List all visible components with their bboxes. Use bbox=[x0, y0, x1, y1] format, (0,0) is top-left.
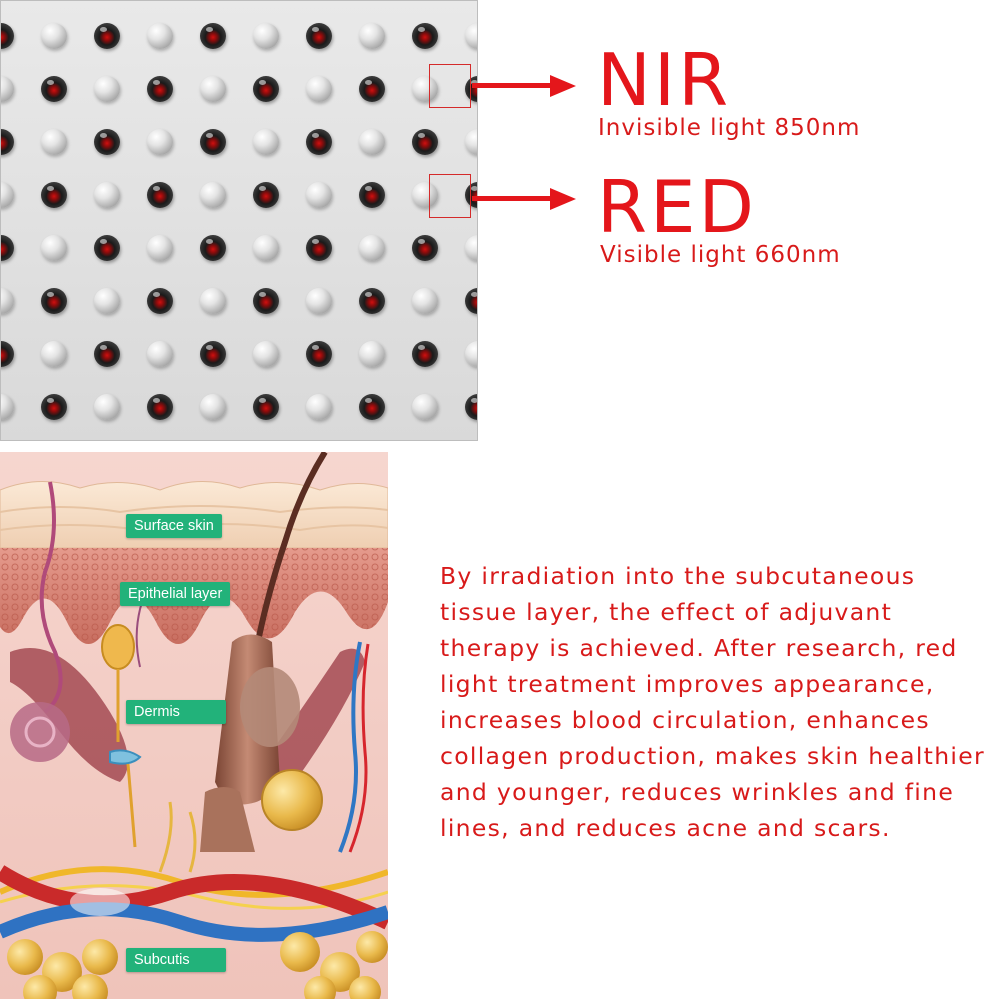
nir-led bbox=[147, 129, 173, 155]
red-led bbox=[306, 341, 332, 367]
nir-led bbox=[465, 235, 477, 261]
nir-led bbox=[147, 23, 173, 49]
red-led bbox=[41, 76, 67, 102]
red-led bbox=[412, 341, 438, 367]
red-led bbox=[94, 129, 120, 155]
nir-led bbox=[200, 394, 226, 420]
red-led bbox=[41, 182, 67, 208]
red-led bbox=[1, 341, 14, 367]
nir-led bbox=[306, 76, 332, 102]
red-led bbox=[94, 235, 120, 261]
nir-led bbox=[1, 76, 14, 102]
red-led bbox=[465, 76, 477, 102]
red-led bbox=[306, 23, 332, 49]
red-led bbox=[1, 129, 14, 155]
red-led bbox=[359, 182, 385, 208]
red-led bbox=[306, 235, 332, 261]
red-led bbox=[412, 129, 438, 155]
nir-led bbox=[465, 129, 477, 155]
nir-led bbox=[200, 76, 226, 102]
nir-led bbox=[359, 129, 385, 155]
nir-led bbox=[1, 288, 14, 314]
red-led bbox=[200, 341, 226, 367]
red-led bbox=[359, 394, 385, 420]
red-led bbox=[1, 235, 14, 261]
red-title: RED bbox=[597, 165, 757, 249]
nir-led bbox=[306, 394, 332, 420]
dermis-label: Dermis bbox=[126, 700, 226, 724]
red-led bbox=[253, 76, 279, 102]
epithelial-layer-label: Epithelial layer bbox=[120, 582, 231, 606]
nir-led bbox=[1, 394, 14, 420]
surface-skin-label: Surface skin bbox=[126, 514, 222, 538]
nir-subtitle: Invisible light 850nm bbox=[598, 115, 861, 141]
subcutis-label: Subcutis bbox=[126, 948, 226, 972]
nir-led bbox=[1, 182, 14, 208]
red-led bbox=[200, 23, 226, 49]
red-led bbox=[41, 288, 67, 314]
red-led bbox=[94, 341, 120, 367]
nir-led bbox=[94, 288, 120, 314]
skin-illustration bbox=[0, 450, 392, 1003]
nir-led bbox=[253, 341, 279, 367]
red-led bbox=[412, 235, 438, 261]
nir-arrow-line bbox=[472, 83, 552, 88]
nir-led bbox=[147, 235, 173, 261]
nir-led bbox=[94, 76, 120, 102]
red-led bbox=[465, 182, 477, 208]
red-led bbox=[41, 394, 67, 420]
nir-arrow-icon bbox=[550, 75, 576, 97]
red-arrow-icon bbox=[550, 188, 576, 210]
red-led bbox=[359, 76, 385, 102]
nir-led bbox=[200, 182, 226, 208]
led-panel-image bbox=[0, 0, 478, 441]
nir-led bbox=[359, 235, 385, 261]
red-led bbox=[465, 394, 477, 420]
red-led bbox=[147, 182, 173, 208]
nir-led bbox=[200, 288, 226, 314]
red-led bbox=[147, 76, 173, 102]
nir-led bbox=[253, 235, 279, 261]
nir-led bbox=[412, 182, 438, 208]
red-led bbox=[253, 182, 279, 208]
red-arrow-line bbox=[472, 196, 552, 201]
red-led bbox=[200, 235, 226, 261]
therapy-description: By irradiation into the subcutaneous tis… bbox=[440, 562, 985, 842]
red-led bbox=[253, 288, 279, 314]
nir-led bbox=[41, 341, 67, 367]
red-led bbox=[1, 23, 14, 49]
red-led-highlight bbox=[429, 174, 471, 218]
nir-led bbox=[412, 394, 438, 420]
red-led bbox=[465, 288, 477, 314]
nir-title: NIR bbox=[597, 38, 732, 122]
nir-led bbox=[465, 341, 477, 367]
skin-cross-section-diagram: Surface skin Epithelial layer Dermis Sub… bbox=[0, 450, 392, 1003]
red-led bbox=[200, 129, 226, 155]
nir-led-highlight bbox=[429, 64, 471, 108]
nir-led bbox=[306, 182, 332, 208]
red-led bbox=[306, 129, 332, 155]
red-led bbox=[147, 288, 173, 314]
nir-led bbox=[253, 129, 279, 155]
nir-led bbox=[94, 394, 120, 420]
red-led bbox=[147, 394, 173, 420]
nir-led bbox=[253, 23, 279, 49]
nir-led bbox=[41, 23, 67, 49]
nir-led bbox=[359, 341, 385, 367]
red-led bbox=[412, 23, 438, 49]
nir-led bbox=[41, 129, 67, 155]
red-led bbox=[253, 394, 279, 420]
nir-led bbox=[465, 23, 477, 49]
red-led bbox=[94, 23, 120, 49]
nir-led bbox=[412, 76, 438, 102]
nir-led bbox=[147, 341, 173, 367]
red-led bbox=[359, 288, 385, 314]
red-subtitle: Visible light 660nm bbox=[600, 242, 841, 268]
nir-led bbox=[41, 235, 67, 261]
nir-led bbox=[94, 182, 120, 208]
nir-led bbox=[359, 23, 385, 49]
nir-led bbox=[306, 288, 332, 314]
nir-led bbox=[412, 288, 438, 314]
